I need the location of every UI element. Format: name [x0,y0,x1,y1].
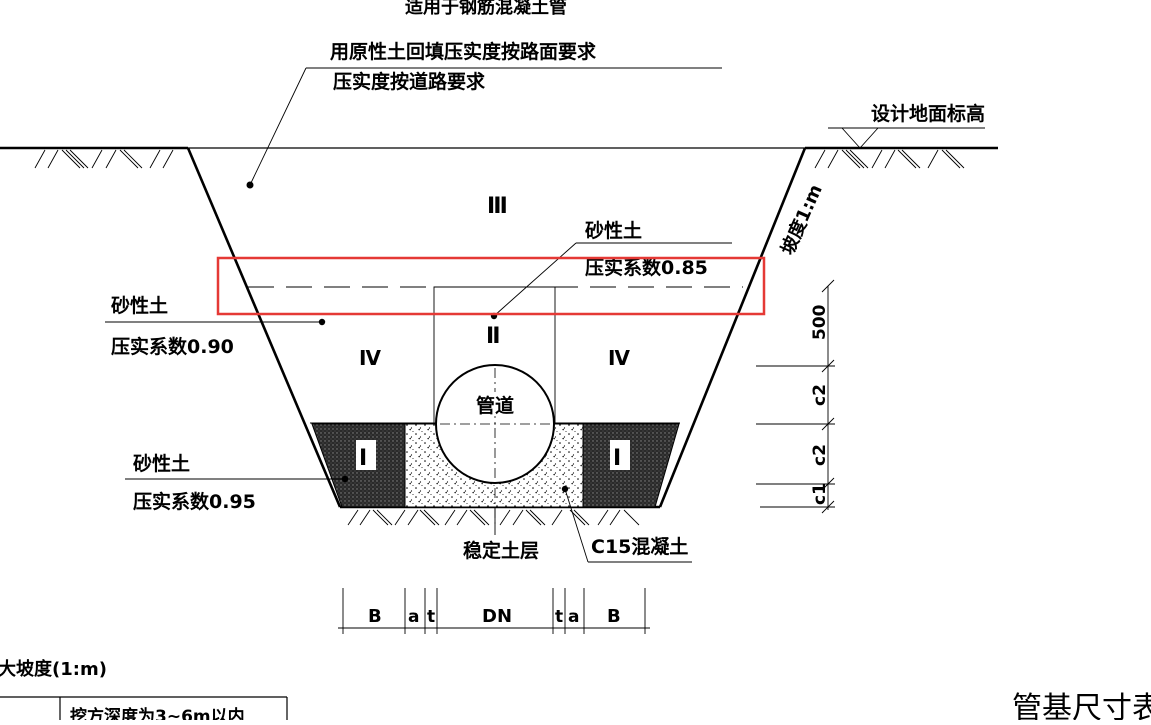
slope-label: 坡度1:m [776,181,826,258]
zone-2-label: Ⅱ [486,324,501,349]
zone-2-boundary [433,286,556,423]
highlight-box [216,256,766,316]
pipe-label: 管道 [476,394,514,417]
ground-hatch-left [34,149,174,169]
trench-wall-left [186,147,342,508]
dim-c2-upper: c2 [810,384,830,406]
dim-B-right: B [607,606,621,627]
backfill-note-line1: 用原性土回填压实度按路面要求 [330,40,597,63]
note-bottom-coef: 压实系数0.95 [133,490,256,513]
dim-a-right: a [568,607,579,627]
dim-c1: c1 [810,483,830,505]
bottom-hatch [347,509,640,526]
note-top-coef: 压实系数0.85 [585,256,708,279]
zone-3-label: Ⅲ [487,194,508,219]
dim-B-left: B [368,606,382,627]
slope-heading: 大坡度(1:m) [0,658,107,680]
horizontal-dimension [338,588,650,634]
note-bottom-soil: 砂性土 [133,452,190,475]
ground-hatch-right [814,149,965,169]
concrete-label: C15混凝土 [591,535,688,558]
note-bottom-dot [341,475,349,483]
dim-c2-lower: c2 [810,444,830,466]
concrete-leader [564,488,589,563]
zone-4-right-label: Ⅳ [608,346,630,370]
zone-4-left-label: Ⅳ [359,346,381,370]
dim-t-right: t [555,607,563,627]
pipe-base-table-title: 管基尺寸表 [1012,691,1151,720]
backfill-leader-dot [246,181,254,189]
vertical-dimension [756,279,835,514]
backfill-leader [249,67,307,186]
trench-wall-right [658,147,807,508]
slope-table-cell: 挖方深度为3~6m以内 [70,706,245,720]
dim-t-left: t [427,607,435,627]
zone-1-right-label: Ⅰ [613,446,621,471]
dim-DN: DN [482,606,512,627]
ground-level-triangle [841,127,879,149]
note-mid-dot [318,318,326,326]
zone-1-right-label-bg [610,440,630,470]
dim-a-left: a [408,607,419,627]
ground-level-label: 设计地面标高 [871,102,985,125]
note-mid-coef: 压实系数0.90 [111,335,234,358]
backfill-note-line2: 压实度按道路要求 [333,70,486,93]
zone-1-left-label-bg [356,440,376,470]
stable-layer-label: 稳定土层 [463,539,539,562]
pipe-label-bg [474,392,516,416]
title-top: 适用于钢筋混凝土管 [405,0,567,18]
note-mid-soil: 砂性土 [111,294,168,317]
slope-table [0,696,288,720]
note-top-leader [493,242,577,317]
dim-500: 500 [810,304,830,340]
zone-1-right-fill [582,423,680,508]
note-top-soil: 砂性土 [585,219,642,242]
concrete-dot [561,485,569,493]
zone-1-left-label: Ⅰ [359,446,367,471]
